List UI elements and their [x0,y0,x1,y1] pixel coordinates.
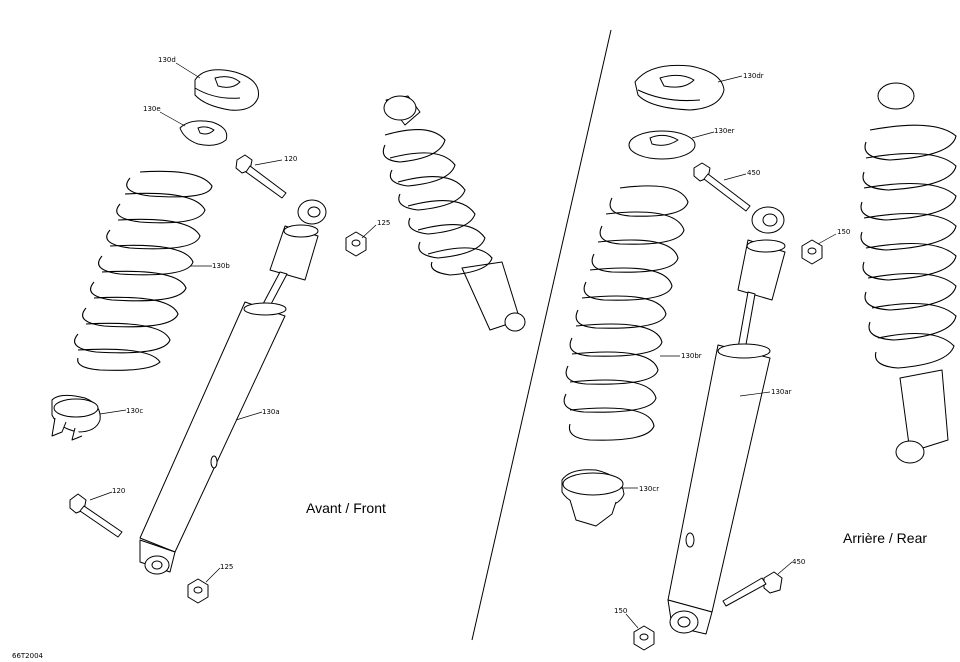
rear-section: 130dr 130er 450 150 [561,64,957,651]
rear-lower-nut [633,625,655,651]
rear-shock-absorber [667,206,786,635]
rear-lower-spring-cup [561,469,625,527]
front-lower-spring-cup [51,394,101,441]
front-shock-absorber [139,199,327,575]
rear-shock-assembled-coils [860,124,957,369]
front-shock-assembled [383,95,526,332]
callout-rear-shock: 130ar [771,388,792,396]
callout-front-lower-bolt: 120 [112,487,125,495]
callout-rear-upper-bolt: 450 [747,169,760,177]
callout-rear-retainer-clip: 130er [714,127,735,135]
callout-rear-upper-cup: 130dr [743,72,764,80]
diagram-reference-code: 66T2004 [12,652,44,660]
section-divider [471,29,612,641]
callout-front-upper-bolt: 120 [284,155,297,163]
front-lower-nut [187,578,209,604]
callout-front-upper-nut: 125 [377,219,390,227]
front-section: 130d 130e 120 125 [51,56,526,604]
callout-rear-upper-nut: 150 [837,228,850,236]
front-lower-bolt [69,493,123,538]
rear-section-title: Arrière / Rear [843,530,927,546]
rear-coil-spring [563,185,689,441]
callout-front-shock: 130a [262,408,280,416]
callout-rear-lower-nut: 150 [614,607,627,615]
callout-front-spring: 130b [212,262,230,270]
callout-front-retainer-clip: 130e [143,105,161,113]
front-coil-spring [74,170,213,371]
callout-front-upper-cup: 130d [158,56,176,64]
front-upper-bolt [235,154,287,199]
rear-retainer-clip [628,130,696,160]
rear-upper-spring-cup [634,64,725,111]
front-shock-assembled-coils [382,129,493,276]
callout-rear-lower-cup: 130cr [639,485,659,493]
rear-upper-nut [801,239,823,265]
front-retainer-clip [179,120,228,146]
front-upper-nut [345,231,367,257]
rear-upper-bolt [693,162,751,212]
callout-front-lower-nut: 125 [220,563,233,571]
rear-lower-bolt [722,571,783,607]
callout-front-lower-cup: 130c [126,407,143,415]
front-section-title: Avant / Front [306,500,386,516]
callout-rear-lower-bolt: 450 [792,558,805,566]
rear-shock-assembled [877,82,949,464]
callout-rear-spring: 130br [681,352,702,360]
front-upper-spring-cup [194,69,260,111]
